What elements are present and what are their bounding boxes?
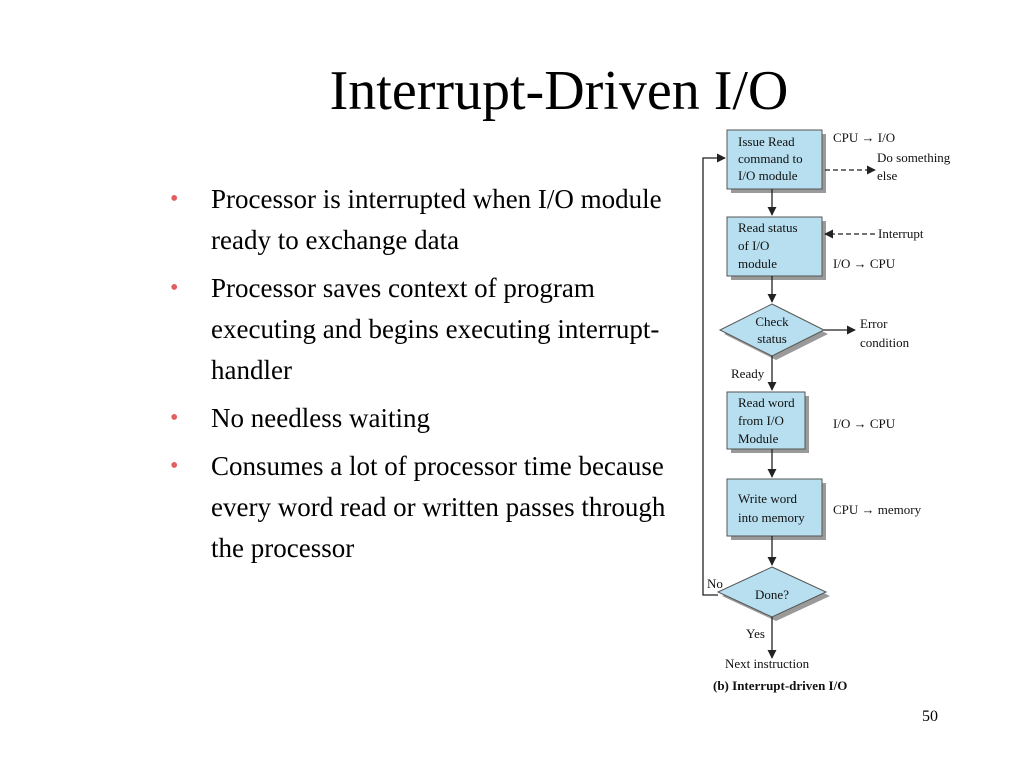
node-done: Done? [716, 566, 828, 618]
node-issue-read-line: Issue Read [738, 134, 795, 149]
page-number: 50 [922, 708, 938, 725]
node-read-word: Read word from I/O Module [726, 391, 806, 450]
label-cpu-to-io: CPU → I/O [833, 130, 895, 145]
bullet-item: • No needless waiting [170, 398, 690, 439]
bullet-dot-icon: • [170, 405, 179, 431]
node-check-status: Check status [718, 303, 826, 357]
label-cpu-to-memory: CPU → memory [833, 502, 922, 517]
node-write-word: Write word into memory [726, 478, 823, 537]
label-interrupt: Interrupt [878, 226, 924, 241]
label-do-something-else: else [877, 168, 897, 183]
bullet-list: • Processor is interrupted when I/O modul… [170, 179, 690, 576]
node-check-status-line: status [757, 331, 787, 346]
label-io-to-cpu: I/O → CPU [833, 416, 896, 431]
node-read-status: Read status of I/O module [726, 216, 823, 277]
label-io-to-cpu: I/O → CPU [833, 256, 896, 271]
node-issue-read: Issue Read command to I/O module [726, 129, 823, 190]
node-done-label: Done? [755, 587, 789, 602]
bullet-dot-icon: • [170, 186, 179, 212]
node-read-status-line: of I/O [738, 238, 769, 253]
node-read-word-line: from I/O [738, 413, 784, 428]
flowchart: Issue Read command to I/O module Read st… [702, 129, 951, 693]
bullet-text: No needless waiting [211, 403, 430, 433]
label-yes: Yes [746, 626, 765, 641]
node-issue-read-line: command to [738, 151, 803, 166]
bullet-text: Processor saves context of program execu… [211, 273, 660, 385]
node-read-status-line: Read status [738, 220, 798, 235]
node-read-word-line: Read word [738, 395, 795, 410]
label-error-condition: Error [860, 316, 888, 331]
loop-back-arrow [702, 153, 726, 596]
node-check-status-line: Check [755, 314, 789, 329]
node-write-word-line: Write word [738, 491, 798, 506]
bullet-item: • Processor is interrupted when I/O modul… [170, 179, 690, 261]
label-next-instruction: Next instruction [725, 656, 810, 671]
node-read-status-line: module [738, 256, 777, 271]
bullet-dot-icon: • [170, 453, 179, 479]
bullet-item: • Consumes a lot of processor time becaus… [170, 446, 690, 569]
flowchart-caption: (b) Interrupt-driven I/O [713, 678, 847, 693]
bullet-item: • Processor saves context of program exec… [170, 268, 690, 391]
label-error-condition: condition [860, 335, 910, 350]
node-issue-read-line: I/O module [738, 168, 798, 183]
slide-title: Interrupt-Driven I/O [329, 60, 789, 122]
node-write-word-line: into memory [738, 510, 805, 525]
label-do-something-else: Do something [877, 150, 951, 165]
bullet-dot-icon: • [170, 275, 179, 301]
node-read-word-line: Module [738, 431, 779, 446]
label-ready: Ready [731, 366, 765, 381]
bullet-text: Processor is interrupted when I/O module… [211, 184, 662, 255]
label-no: No [707, 576, 723, 591]
bullet-text: Consumes a lot of processor time because… [211, 451, 666, 563]
